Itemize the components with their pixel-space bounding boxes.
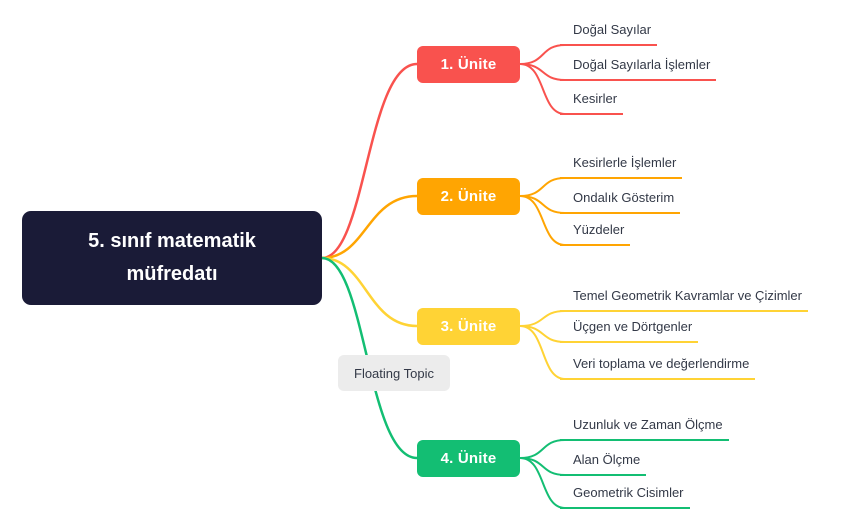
root-topic[interactable]: 5. sınıf matematik müfredatı: [22, 211, 322, 305]
leaf-topic[interactable]: Doğal Sayılar: [560, 22, 658, 46]
leaf-topic[interactable]: Alan Ölçme: [560, 452, 647, 476]
branch-node-1[interactable]: 1. Ünite: [417, 45, 520, 83]
leaf-topic[interactable]: Yüzdeler: [560, 222, 631, 246]
branch-node-3[interactable]: 3. Ünite: [417, 307, 520, 345]
branch-node-2[interactable]: 2. Ünite: [417, 177, 520, 215]
leaf-topic[interactable]: Üçgen ve Dörtgenler: [560, 319, 699, 343]
leaf-topic[interactable]: Uzunluk ve Zaman Ölçme: [560, 417, 729, 441]
connector-path: [519, 457, 566, 476]
leaf-topic[interactable]: Ondalık Gösterim: [560, 190, 681, 214]
connector-path: [519, 195, 566, 246]
leaf-topic[interactable]: Temel Geometrik Kavramlar ve Çizimler: [560, 288, 808, 312]
branch-node-4[interactable]: 4. Ünite: [417, 439, 520, 477]
floating-topic[interactable]: Floating Topic: [338, 355, 450, 391]
connector-path: [519, 195, 566, 214]
connector-path: [519, 63, 566, 115]
connector-path: [320, 256, 419, 328]
leaf-topic[interactable]: Geometrik Cisimler: [560, 485, 690, 509]
connector-path: [519, 457, 566, 509]
connector-path: [519, 177, 566, 197]
connector-path: [320, 62, 419, 260]
connector-path: [519, 44, 566, 65]
leaf-topic[interactable]: Veri toplama ve değerlendirme: [560, 356, 756, 380]
leaf-topic[interactable]: Kesirler: [560, 91, 624, 115]
connector-path: [519, 325, 566, 380]
connector-path: [519, 439, 566, 459]
leaf-topic[interactable]: Kesirlerle İşlemler: [560, 155, 683, 179]
leaf-topic[interactable]: Doğal Sayılarla İşlemler: [560, 57, 717, 81]
connector-path: [519, 310, 566, 327]
connector-path: [320, 194, 419, 260]
